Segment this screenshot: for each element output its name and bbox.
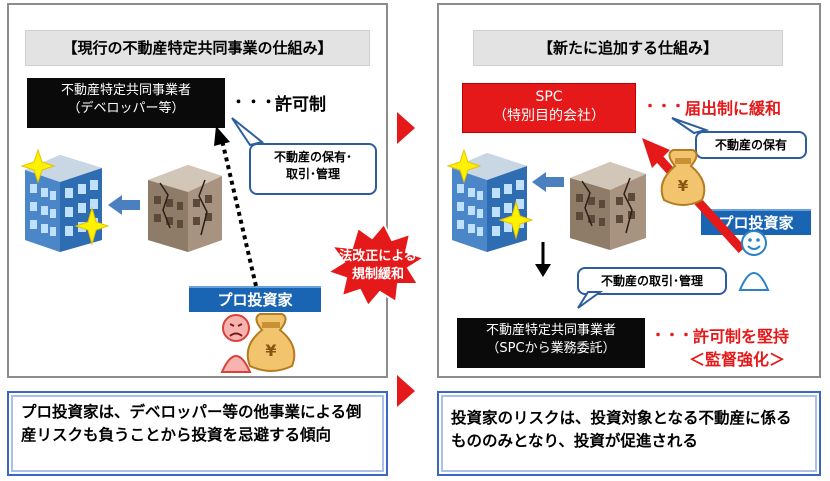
dots-connector-2: ・・・ — [651, 328, 693, 344]
transaction-callout: 不動産の取引･管理 — [577, 267, 727, 295]
spc-note: （特別目的会社） — [493, 108, 605, 124]
operator-note: （デベロッパー等） — [67, 101, 185, 116]
law-revision-burst: 法改正による 規制緩和 — [338, 248, 418, 284]
callout-line-2: 取引･管理 — [285, 167, 340, 181]
current-scheme-panel: 【現行の不動産特定共同事業の仕組み】 不動産特定共同事業者 （デベロッパー等） … — [7, 3, 388, 378]
callout-line-1: 不動産の保有･ — [273, 150, 352, 164]
new-scheme-summary: 投資家のリスクは、投資対象となる不動産に係るもののみとなり、投資が促進される — [437, 391, 821, 476]
spc-name: SPC — [535, 89, 563, 105]
operator-box: 不動産特定共同事業者 （デベロッパー等） — [27, 78, 225, 128]
transaction-text: 不動産の取引･管理 — [600, 274, 703, 288]
pro-investor-label-right: プロ投資家 — [701, 209, 811, 235]
dots-connector-1: ・・・ — [643, 99, 685, 115]
current-scheme-summary: プロ投資家は、デベロッパー等の他事業による倒産リスクも負うことから投資を忌避する… — [7, 391, 388, 476]
holding-callout: 不動産の保有 — [695, 131, 807, 159]
transition-arrow-icon-bottom — [397, 375, 415, 407]
holding-text: 不動産の保有 — [714, 138, 787, 152]
supervision-label: ＜監督強化＞ — [689, 350, 786, 369]
transition-arrow-icon — [397, 112, 415, 144]
notification-label: 届出制に緩和 — [685, 99, 782, 118]
burst-line-2: 規制緩和 — [351, 267, 404, 282]
operations-callout: 不動産の保有･ 取引･管理 — [249, 143, 377, 195]
operator-note-right: （SPCから業務委託） — [486, 341, 616, 356]
new-scheme-title: 【新たに追加する仕組み】 — [473, 30, 783, 66]
pro-investor-label: プロ投資家 — [189, 286, 321, 312]
current-summary-text: プロ投資家は、デベロッパー等の他事業による倒産リスクも負うことから投資を忌避する… — [21, 403, 362, 444]
permit-label: 許可制 — [275, 95, 326, 115]
operator-name: 不動産特定共同事業者 — [60, 83, 191, 98]
new-scheme-panel: 【新たに追加する仕組み】 SPC （特別目的会社） ・・・ 届出制に緩和 不動産… — [437, 3, 821, 378]
current-scheme-title: 【現行の不動産特定共同事業の仕組み】 — [25, 30, 370, 66]
spc-box: SPC （特別目的会社） — [462, 83, 636, 133]
operator-box-right: 不動産特定共同事業者 （SPCから業務委託） — [457, 318, 645, 368]
dots-connector: ・・・ — [231, 93, 277, 111]
new-summary-text: 投資家のリスクは、投資対象となる不動産に係るもののみとなり、投資が促進される — [451, 409, 792, 450]
permit-keep-label: 許可制を堅持 — [693, 327, 790, 346]
operator-name-right: 不動産特定共同事業者 — [485, 323, 616, 338]
burst-line-1: 法改正による — [339, 249, 417, 264]
